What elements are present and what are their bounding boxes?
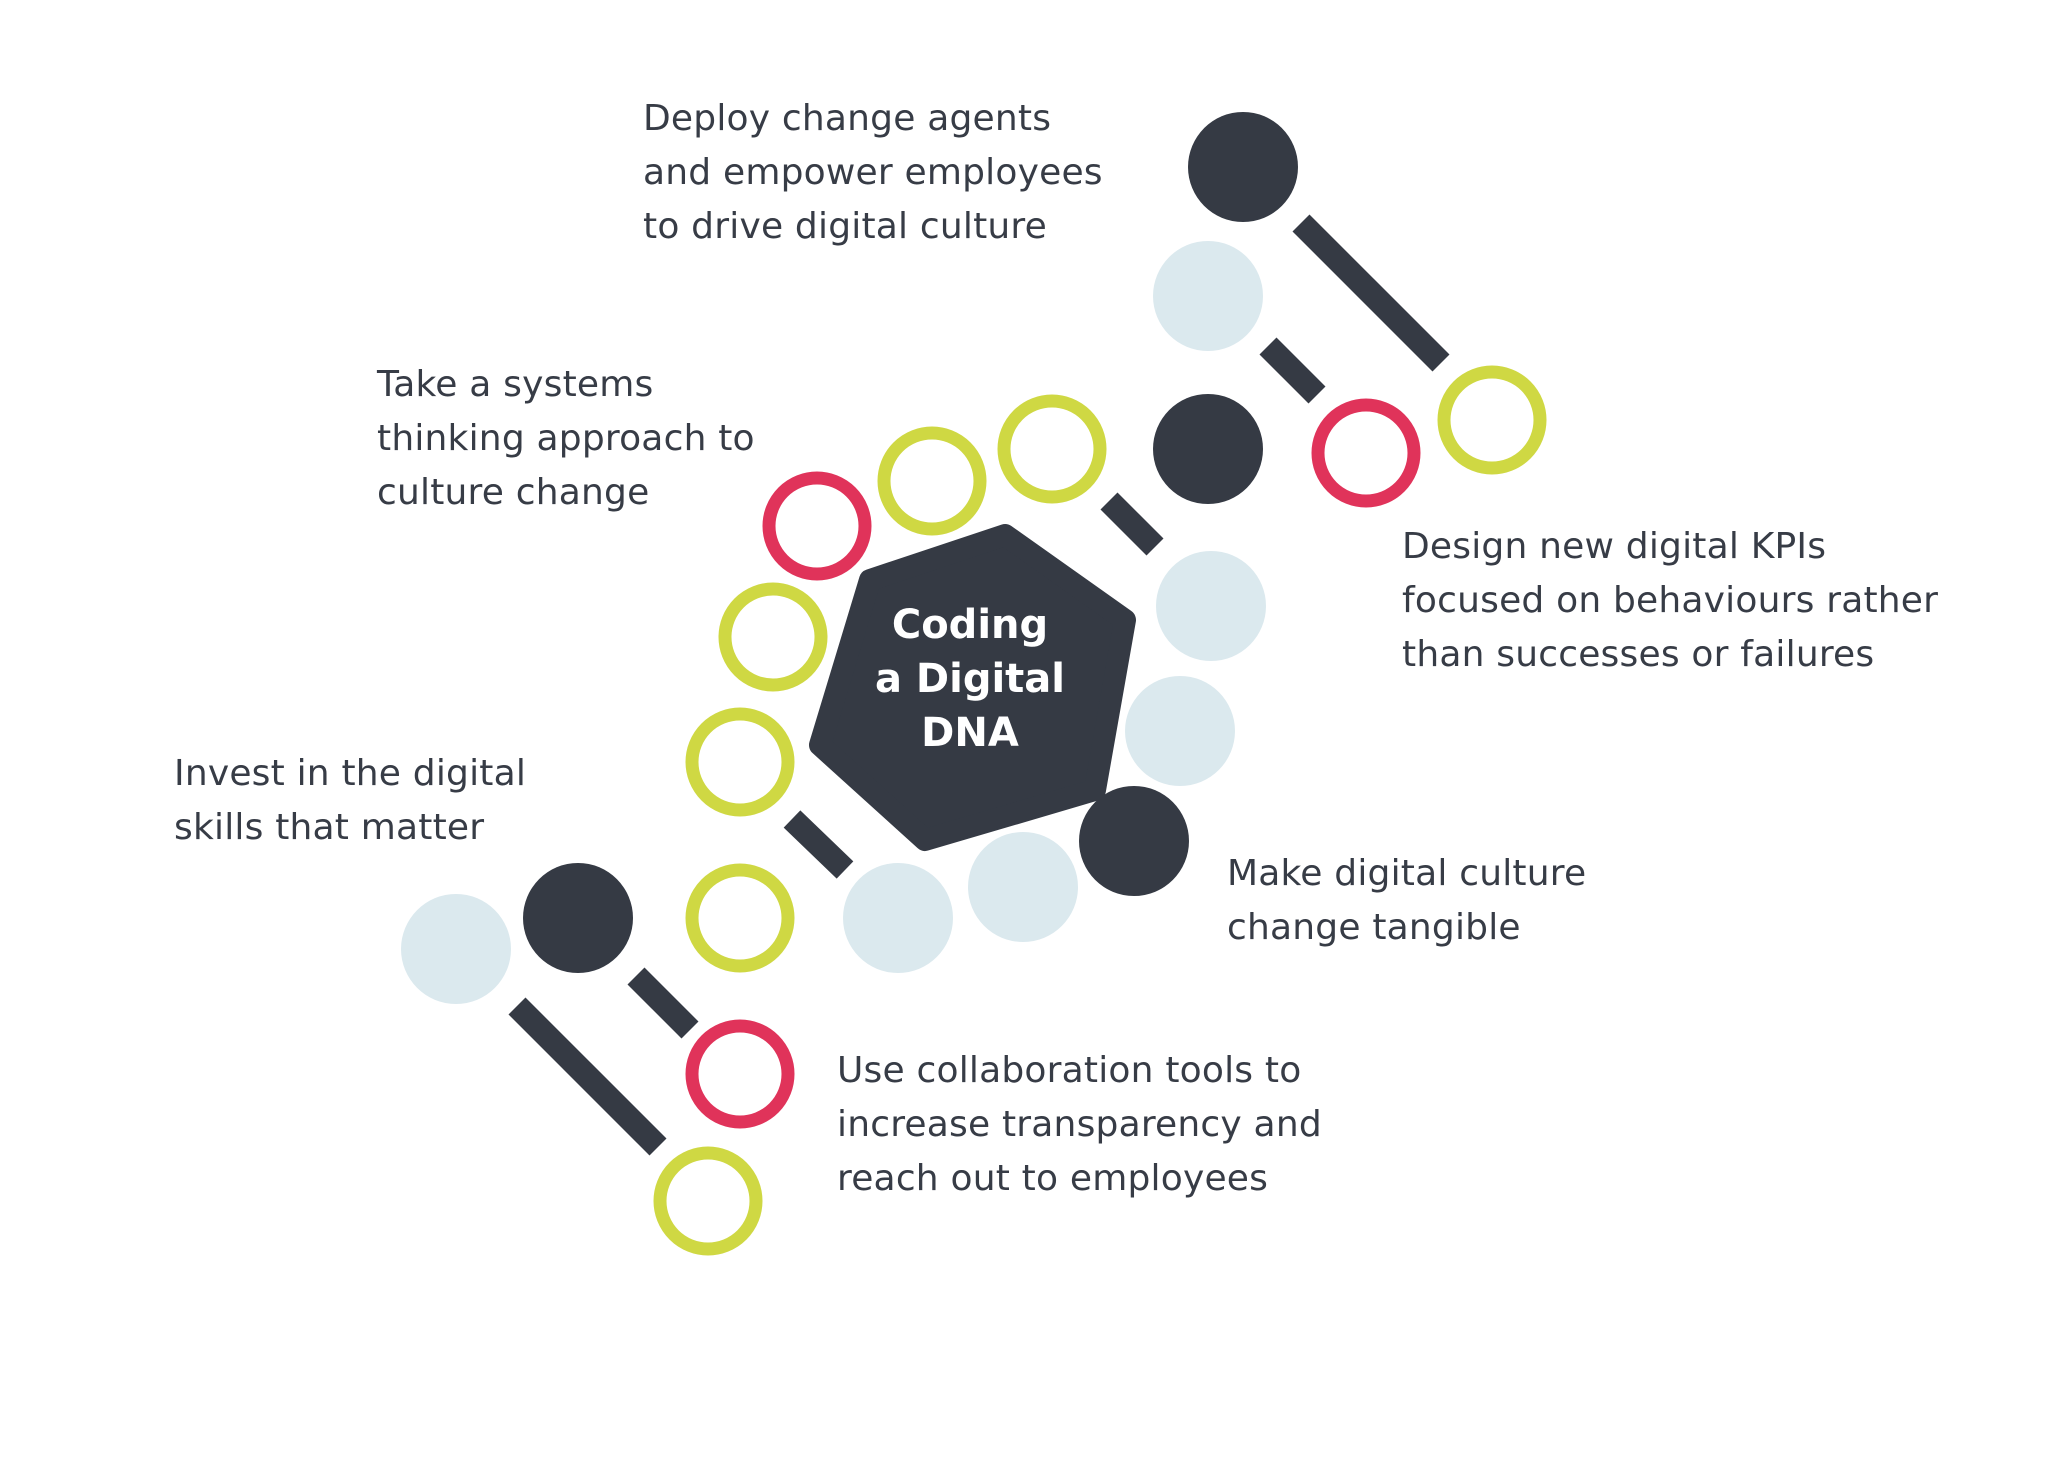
lime-ring-node	[718, 582, 828, 692]
lime-ring-node	[1437, 365, 1547, 475]
red-ring-node	[685, 1019, 795, 1129]
dark-node	[523, 863, 633, 973]
connector-bar	[1292, 214, 1450, 372]
lime-ring-node	[877, 426, 987, 536]
light-node	[968, 832, 1078, 942]
step-systems-thinking: Take a systems thinking approach to cult…	[377, 364, 755, 513]
connector-bar	[508, 997, 667, 1156]
center-title: Coding a Digital DNA	[875, 602, 1065, 756]
lime-ring-node	[685, 707, 795, 817]
red-ring-node	[762, 471, 872, 581]
light-node	[843, 863, 953, 973]
step-collaboration-tools: Use collaboration tools to increase tran…	[837, 1050, 1322, 1199]
step-deploy-change-agents: Deploy change agents and empower employe…	[643, 98, 1103, 247]
light-node	[1153, 241, 1263, 351]
dark-node	[1188, 112, 1298, 222]
step-tangible-change: Make digital culture change tangible	[1227, 853, 1587, 948]
helix-connectors	[508, 214, 1450, 1156]
step-digital-skills: Invest in the digital skills that matter	[174, 753, 527, 848]
light-node	[1156, 551, 1266, 661]
connector-bar	[627, 967, 699, 1039]
helix-nodes	[401, 112, 1547, 1256]
light-node	[401, 894, 511, 1004]
dark-node	[1079, 786, 1189, 896]
lime-ring-node	[997, 394, 1107, 504]
center-hexagon	[809, 524, 1136, 851]
dark-node	[1153, 394, 1263, 504]
light-node	[1125, 676, 1235, 786]
lime-ring-node	[653, 1146, 763, 1256]
connector-bar	[1100, 492, 1164, 556]
step-digital-kpis: Design new digital KPIs focused on behav…	[1402, 526, 1939, 675]
red-ring-node	[1311, 398, 1421, 508]
lime-ring-node	[685, 863, 795, 973]
connector-bar	[1259, 337, 1326, 404]
connector-bar	[783, 810, 854, 879]
